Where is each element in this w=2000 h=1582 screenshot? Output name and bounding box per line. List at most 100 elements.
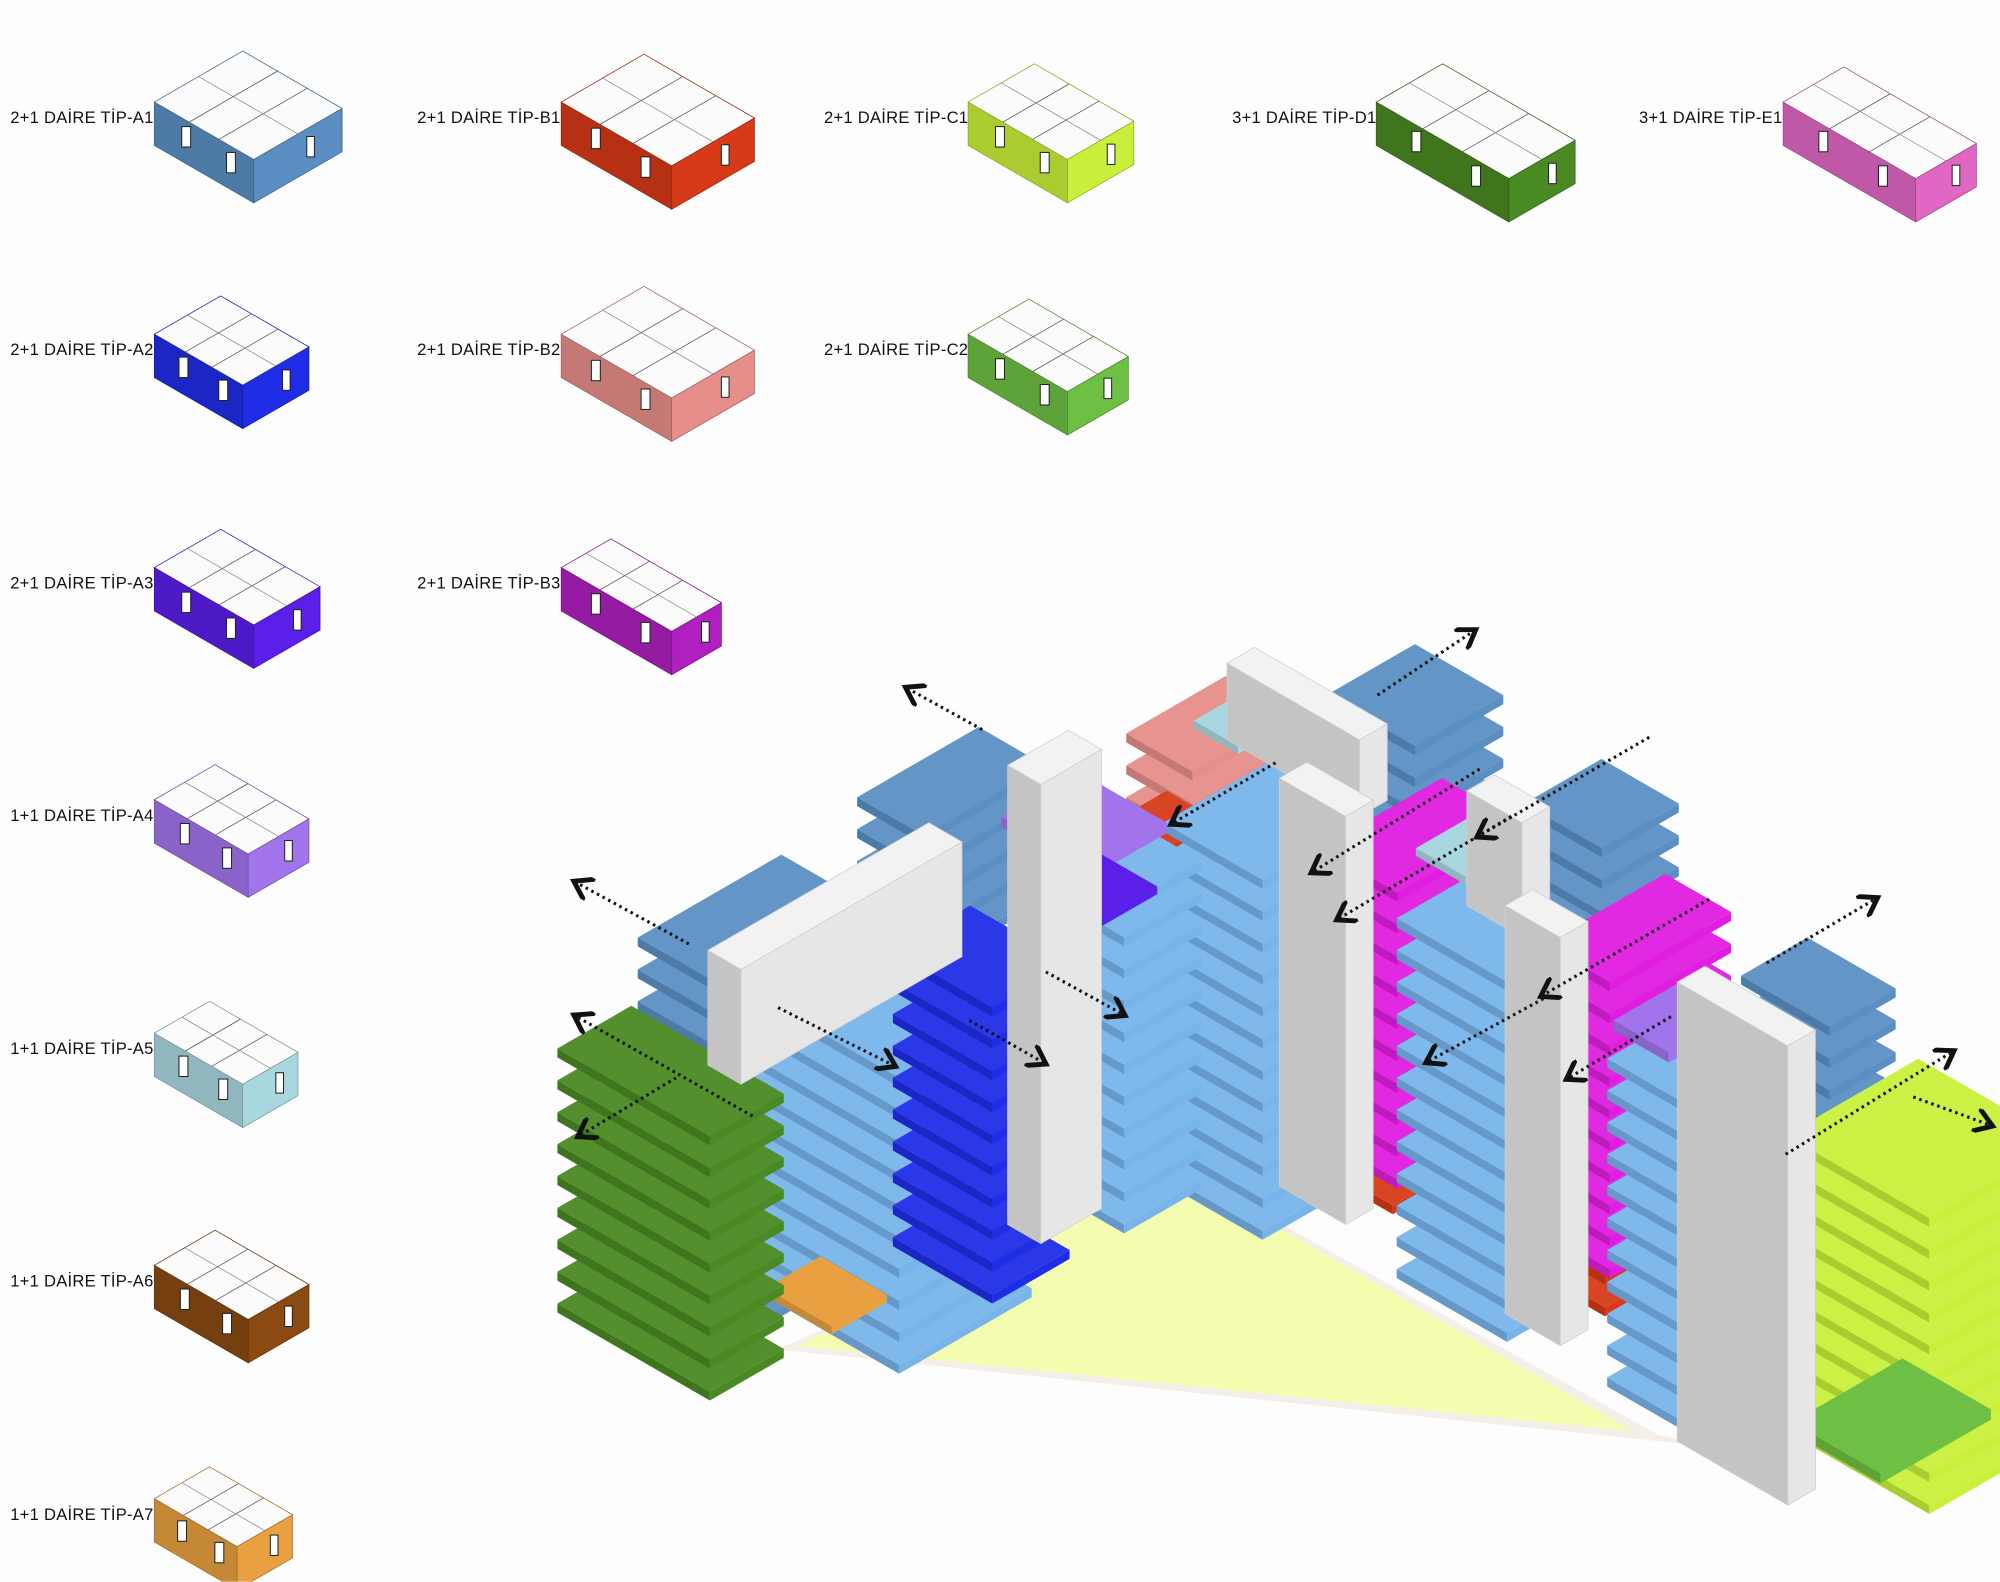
lime-wing-floor-5-right-face (1929, 1304, 2000, 1355)
interior-wall (187, 548, 288, 607)
blue-a2-column-floor-4-left-face (892, 1045, 993, 1113)
green-wing-floor-5-left-face (557, 1176, 710, 1273)
window (281, 369, 291, 391)
green-wing-floor-8-left-face (557, 1271, 710, 1369)
window (284, 840, 293, 862)
interior-wall (184, 781, 279, 837)
center-right-wing-floor-9-left-face (1396, 1173, 1508, 1247)
blue-a2-column-floor-8-left-face (892, 1173, 993, 1240)
lime-wing-floor-9-right-face (1929, 1432, 2000, 1483)
left-back-wing-floor-1-left-face (637, 937, 727, 998)
unit-model-10 (560, 538, 723, 676)
lilac-top-floor-left-face (1613, 1020, 1669, 1063)
back-far-right-wing-floor-3-right-face (1829, 1052, 1896, 1100)
interior-wall (1409, 82, 1543, 160)
magenta-wing-2-floor-1-right-face (1609, 911, 1732, 992)
window (181, 126, 192, 148)
circulation-core-6-right-face (1559, 920, 1589, 1347)
window (275, 1072, 285, 1094)
green-wing-floor-6-right-face (709, 1253, 784, 1305)
center-right-wing-floor-12-left-face (1396, 1269, 1508, 1342)
unit-label-6: 1+1 DAİRE TİP-A6 (10, 1271, 154, 1291)
view-direction-arrow (1429, 997, 1545, 1061)
unit-model-5 (153, 1000, 299, 1129)
unit-label-9: 2+1 DAİRE TİP-B2 (417, 339, 561, 360)
lime-wing-floor-5-left-face (1785, 1262, 1930, 1355)
lime-wing-floor-1 (1785, 1058, 2000, 1228)
interior-wall (602, 309, 714, 375)
unit-model-11 (967, 63, 1135, 204)
unit-model-9 (560, 285, 756, 442)
circulation-core-7 (1676, 965, 1817, 1506)
circulation-core-2-left-face (1007, 764, 1042, 1245)
green-wing-floor-4-left-face (557, 1144, 710, 1242)
green-base-right-face (1880, 1409, 1991, 1484)
window (284, 1305, 293, 1328)
blue-a2-column-floor-3-left-face (892, 1014, 993, 1081)
lime-wing-floor-2-left-face (1785, 1167, 1930, 1259)
center-right-wing-floor-3-left-face (1396, 982, 1508, 1055)
circulation-core-7-right-face (1787, 1029, 1816, 1506)
circulation-core-5-top-face (1466, 774, 1551, 824)
view-direction-arrow (1376, 631, 1474, 697)
back-right-wing-floor-2-right-face (1601, 835, 1679, 890)
view-direction-arrow (777, 1006, 893, 1065)
circulation-core-7-top-face (1676, 965, 1817, 1047)
unit-model-13 (1375, 63, 1576, 223)
magenta-wing-2-floor-1-top-face (1543, 873, 1732, 983)
window (1548, 162, 1557, 185)
view-direction-arrow (968, 1019, 1043, 1062)
left-center-wing-floor-6-right-face (1124, 1020, 1202, 1074)
circulation-core-6-left-face (1504, 904, 1561, 1347)
window (222, 1312, 233, 1335)
green-wing-floor-5-right-face (709, 1221, 784, 1273)
window (225, 617, 236, 639)
window (590, 593, 601, 615)
interior-wall (198, 76, 299, 135)
lime-wing-floor-1-left-face (1785, 1135, 1930, 1228)
green-wing-floor-1 (557, 1005, 784, 1146)
window (590, 127, 601, 150)
back-center-wing-floor-1-right-face (1414, 695, 1504, 756)
green-wing-floor-1-right-face (709, 1093, 784, 1146)
circulation-core-1-left-face (707, 949, 742, 1085)
window (720, 144, 730, 166)
window (179, 822, 190, 845)
view-direction-arrow (1480, 735, 1650, 835)
green-wing-floor-1-left-face (557, 1048, 710, 1146)
window (640, 621, 651, 644)
view-direction-arrow (1045, 970, 1123, 1014)
center-right-wing-floor-11-left-face (1396, 1237, 1508, 1310)
unit-label-12: 2+1 DAİRE TİP-C2 (823, 339, 969, 360)
left-center-wing-floor-7-right-face (1124, 1052, 1202, 1106)
circulation-core-2 (1006, 729, 1103, 1245)
view-direction-arrow (577, 1017, 754, 1118)
lime-wing-floor-2-right-face (1929, 1209, 2000, 1259)
unit-model-6 (153, 1229, 310, 1364)
violet-floor-right-face (1102, 886, 1158, 927)
lime-wing-floor-1-right-face (1929, 1177, 2000, 1228)
back-left-wing-floor-1-top-face (857, 727, 1045, 836)
window (1951, 164, 1961, 187)
window (1877, 165, 1888, 187)
lime-wing-floor-4-left-face (1785, 1230, 1930, 1323)
lime-wing-floor-6-right-face (1929, 1336, 2000, 1387)
back-right-wing-floor-1-right-face (1601, 803, 1679, 858)
back-far-right-wing-floor-1-top-face (1741, 937, 1896, 1027)
unit-label-13: 3+1 DAİRE TİP-D1 (1232, 107, 1377, 127)
blue-a2-column-floor-7-left-face (892, 1141, 993, 1208)
green-wing-floor-6-left-face (557, 1207, 710, 1305)
green-base-top-face (1792, 1358, 1991, 1474)
cyan-top-floor-2-left-face (1415, 848, 1466, 885)
interior-wall (1001, 82, 1101, 141)
window (1411, 130, 1422, 153)
unit-label-14: 3+1 DAİRE TİP-E1 (1639, 107, 1783, 127)
cyan-top-floor-left-face (1193, 720, 1239, 754)
green-wing-floor-1-top-face (557, 1005, 784, 1137)
left-center-wing-floor-8-right-face (1124, 1084, 1202, 1138)
window (1471, 165, 1482, 187)
view-direction-arrow (1543, 897, 1710, 995)
window (640, 156, 651, 178)
